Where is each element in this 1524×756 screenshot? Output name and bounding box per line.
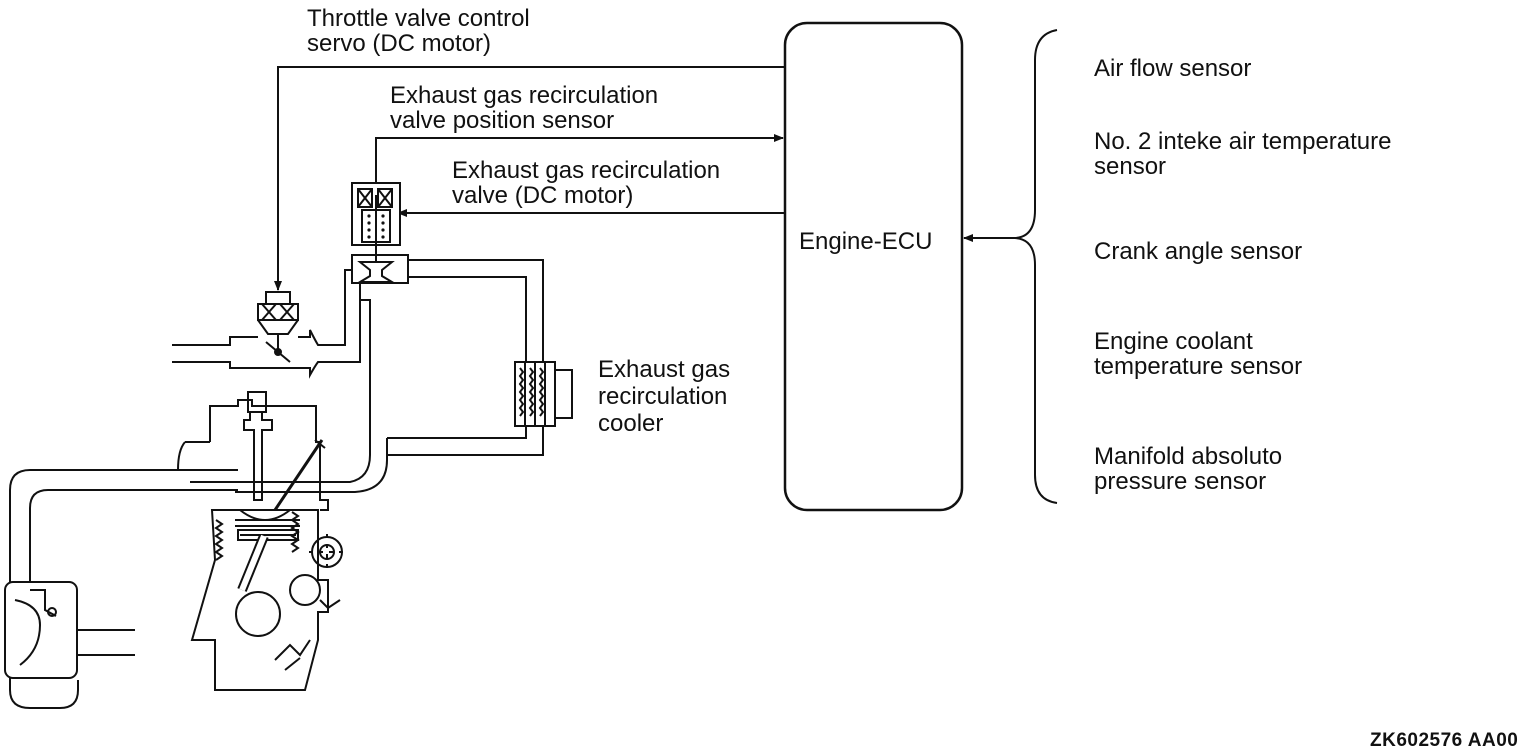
egr-cooler bbox=[514, 361, 573, 427]
egr-position-sensor-label: Exhaust gas recirculation valve position… bbox=[390, 82, 659, 134]
exhaust-and-turbo bbox=[4, 469, 238, 709]
sensor-intake-air-temp: No. 2 inteke air temperature sensor bbox=[1094, 128, 1392, 180]
egr-pipe-down bbox=[190, 269, 388, 493]
egr-valve-actuator bbox=[351, 182, 409, 284]
sensor-brace bbox=[1014, 29, 1058, 504]
sensor-air-flow: Air flow sensor bbox=[1094, 55, 1252, 82]
engine-ecu-box bbox=[783, 21, 964, 512]
egr-valve-motor-label: Exhaust gas recirculation valve (DC moto… bbox=[452, 157, 721, 209]
egr-cooler-label: Exhaust gas recirculation cooler bbox=[598, 356, 731, 437]
throttle-servo-label: Throttle valve control servo (DC motor) bbox=[307, 5, 530, 57]
engine-block bbox=[176, 391, 345, 691]
sensor-coolant-temp: Engine coolant temperature sensor bbox=[1094, 328, 1303, 380]
sensor-crank-angle: Crank angle sensor bbox=[1094, 238, 1303, 265]
egr-pipe bbox=[387, 259, 544, 456]
engine-ecu-label: Engine-ECU bbox=[799, 228, 933, 255]
intake-throttle-body bbox=[172, 291, 361, 379]
throttle-signal-line bbox=[274, 66, 785, 291]
sensor-map: Manifold absoluto pressure sensor bbox=[1094, 443, 1283, 495]
figure-code: ZK602576 AA00 bbox=[1370, 730, 1519, 751]
egr-position-signal-line bbox=[375, 134, 784, 183]
